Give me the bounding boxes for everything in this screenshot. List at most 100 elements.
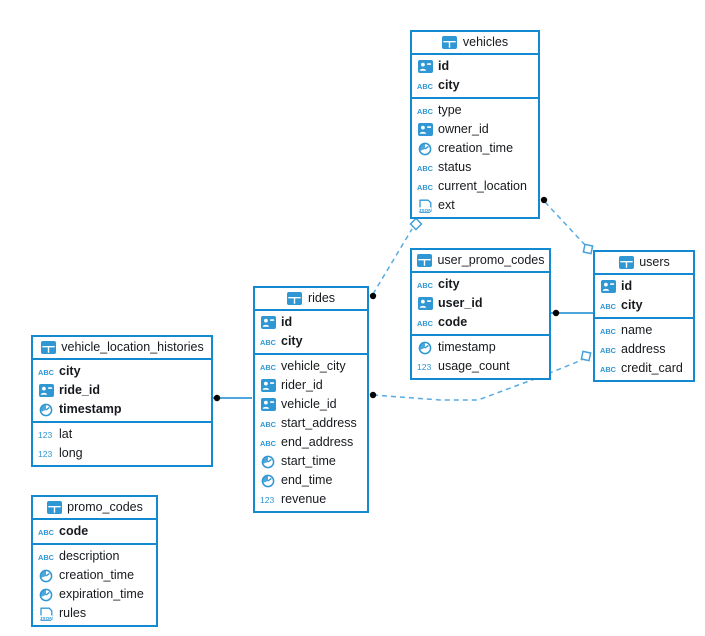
- column-row-timestamp[interactable]: timestamp: [412, 338, 549, 357]
- svg-text:ABC: ABC: [260, 439, 276, 448]
- relationship-line-rides-to-vehicles[interactable]: [372, 228, 413, 295]
- relationship-line-vehicles-to-users[interactable]: [544, 201, 586, 246]
- abc-text-icon: ABC: [600, 343, 616, 357]
- column-name: id: [438, 59, 450, 74]
- column-name: lat: [59, 427, 73, 442]
- svg-text:ABC: ABC: [600, 346, 616, 355]
- column-row-city[interactable]: ABC city: [595, 296, 693, 315]
- column-row-address[interactable]: ABC address: [595, 340, 693, 359]
- column-name: user_id: [438, 296, 483, 311]
- table-header-user_promo_codes[interactable]: user_promo_codes: [412, 250, 549, 273]
- column-name: rules: [59, 606, 87, 621]
- id-badge-icon: [260, 379, 276, 393]
- column-name: address: [621, 342, 666, 357]
- abc-text-icon: ABC: [260, 360, 276, 374]
- column-name: end_time: [281, 473, 333, 488]
- table-icon: [46, 501, 62, 515]
- column-name: usage_count: [438, 359, 510, 374]
- column-name: id: [621, 279, 633, 294]
- column-row-creation_time[interactable]: creation_time: [412, 139, 538, 158]
- table-icon: [416, 254, 432, 268]
- column-name: city: [621, 298, 643, 313]
- table-header-promo_codes[interactable]: promo_codes: [33, 497, 156, 520]
- table-header-users[interactable]: users: [595, 252, 693, 275]
- id-badge-icon: [38, 384, 54, 398]
- abc-text-icon: ABC: [417, 316, 433, 330]
- svg-text:ABC: ABC: [600, 302, 616, 311]
- column-row-user_id[interactable]: user_id: [412, 294, 549, 313]
- column-name: name: [621, 323, 653, 338]
- svg-text:ABC: ABC: [38, 528, 54, 537]
- table-header-rides[interactable]: rides: [255, 288, 367, 311]
- clock-icon: [38, 569, 54, 583]
- columns-section: timestamp 123 usage_count: [412, 334, 549, 378]
- column-row-vehicle_id[interactable]: vehicle_id: [255, 395, 367, 414]
- column-name: long: [59, 446, 83, 461]
- table-title: promo_codes: [67, 500, 143, 515]
- column-name: creation_time: [438, 141, 514, 156]
- id-badge-icon: [417, 60, 433, 74]
- relationship-dot-endpoint: [540, 196, 548, 204]
- svg-text:ABC: ABC: [260, 420, 276, 429]
- numeric-123-icon: 123: [417, 360, 433, 374]
- column-row-expiration_time[interactable]: expiration_time: [33, 585, 156, 604]
- column-row-id[interactable]: id: [412, 57, 538, 76]
- column-name: city: [281, 334, 303, 349]
- column-row-name[interactable]: ABC name: [595, 321, 693, 340]
- column-row-rider_id[interactable]: rider_id: [255, 376, 367, 395]
- column-row-lat[interactable]: 123 lat: [33, 425, 211, 444]
- column-row-id[interactable]: id: [595, 277, 693, 296]
- column-row-city[interactable]: ABC city: [255, 332, 367, 351]
- id-badge-icon: [260, 316, 276, 330]
- column-row-id[interactable]: id: [255, 313, 367, 332]
- column-name: vehicle_id: [281, 397, 337, 412]
- column-row-end_time[interactable]: end_time: [255, 471, 367, 490]
- abc-text-icon: ABC: [260, 335, 276, 349]
- column-row-ride_id[interactable]: ride_id: [33, 381, 211, 400]
- table-icon: [287, 292, 303, 306]
- column-row-owner_id[interactable]: owner_id: [412, 120, 538, 139]
- column-row-timestamp[interactable]: timestamp: [33, 400, 211, 419]
- column-name: start_time: [281, 454, 336, 469]
- table-header-vehicles[interactable]: vehicles: [412, 32, 538, 55]
- clock-icon: [38, 403, 54, 417]
- column-row-creation_time[interactable]: creation_time: [33, 566, 156, 585]
- numeric-123-icon: 123: [38, 428, 54, 442]
- column-row-start_time[interactable]: start_time: [255, 452, 367, 471]
- svg-text:ABC: ABC: [260, 338, 276, 347]
- abc-text-icon: ABC: [417, 161, 433, 175]
- svg-text:ABC: ABC: [600, 327, 616, 336]
- table-title: users: [639, 255, 670, 270]
- column-row-usage_count[interactable]: 123 usage_count: [412, 357, 549, 376]
- table-header-vehicle_location_histories[interactable]: vehicle_location_histories: [33, 337, 211, 360]
- svg-text:ABC: ABC: [417, 281, 433, 290]
